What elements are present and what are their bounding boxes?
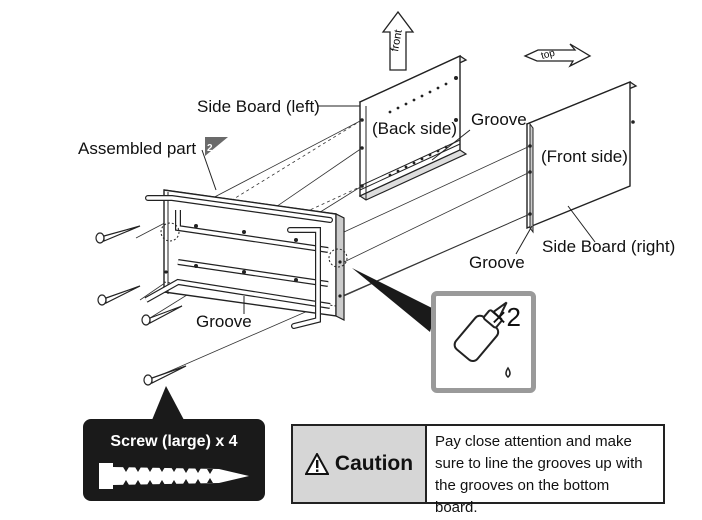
- assembled-part: [144, 189, 348, 329]
- label-groove-bottom: Groove: [196, 312, 252, 331]
- label-side-board-left: Side Board (left): [197, 97, 320, 116]
- top-arrow-label: top: [540, 48, 557, 62]
- caution-text: Pay close attention and make sure to lin…: [427, 426, 663, 516]
- warning-triangle-icon: [304, 453, 329, 475]
- screw-box-label: Screw (large) x 4: [110, 433, 238, 450]
- label-side-board-right: Side Board (right): [542, 237, 676, 256]
- screw-icon: [95, 225, 187, 386]
- side-board-right: [525, 80, 638, 234]
- screw-box-pointer: [152, 386, 184, 420]
- caution-line: sure to line the grooves up with: [435, 455, 643, 472]
- caution-header: Caution: [293, 426, 427, 502]
- top-arrow-icon: [523, 43, 592, 68]
- front-arrow-icon: [381, 10, 415, 71]
- glue-callout-box: ×2: [431, 291, 536, 393]
- step-badge-shape: [205, 137, 228, 156]
- front-arrow-label: front: [389, 29, 405, 53]
- caution-box: Caution Pay close attention and make sur…: [291, 424, 665, 516]
- label-groove-right: Groove: [469, 253, 525, 272]
- screw-box: Screw (large) x 4: [83, 419, 265, 501]
- label-front-side: (Front side): [541, 147, 628, 166]
- side-board-left: [358, 54, 468, 201]
- label-back-side: (Back side): [372, 119, 458, 138]
- caution-line: the grooves on the bottom board.: [435, 477, 610, 516]
- glue-bottle-icon: [453, 301, 511, 378]
- leader-lines: [201, 105, 596, 314]
- caution-line: Pay close attention and make: [435, 433, 632, 450]
- large-screw-icon: [99, 463, 249, 489]
- label-assembled-part: Assembled part: [78, 139, 197, 158]
- glue-multiplier: ×2: [491, 302, 521, 332]
- caution-title: Caution: [334, 452, 414, 475]
- step-badge: 2: [207, 143, 213, 154]
- label-groove-top: Groove: [471, 110, 527, 129]
- glue-callout-pointer: [352, 268, 436, 332]
